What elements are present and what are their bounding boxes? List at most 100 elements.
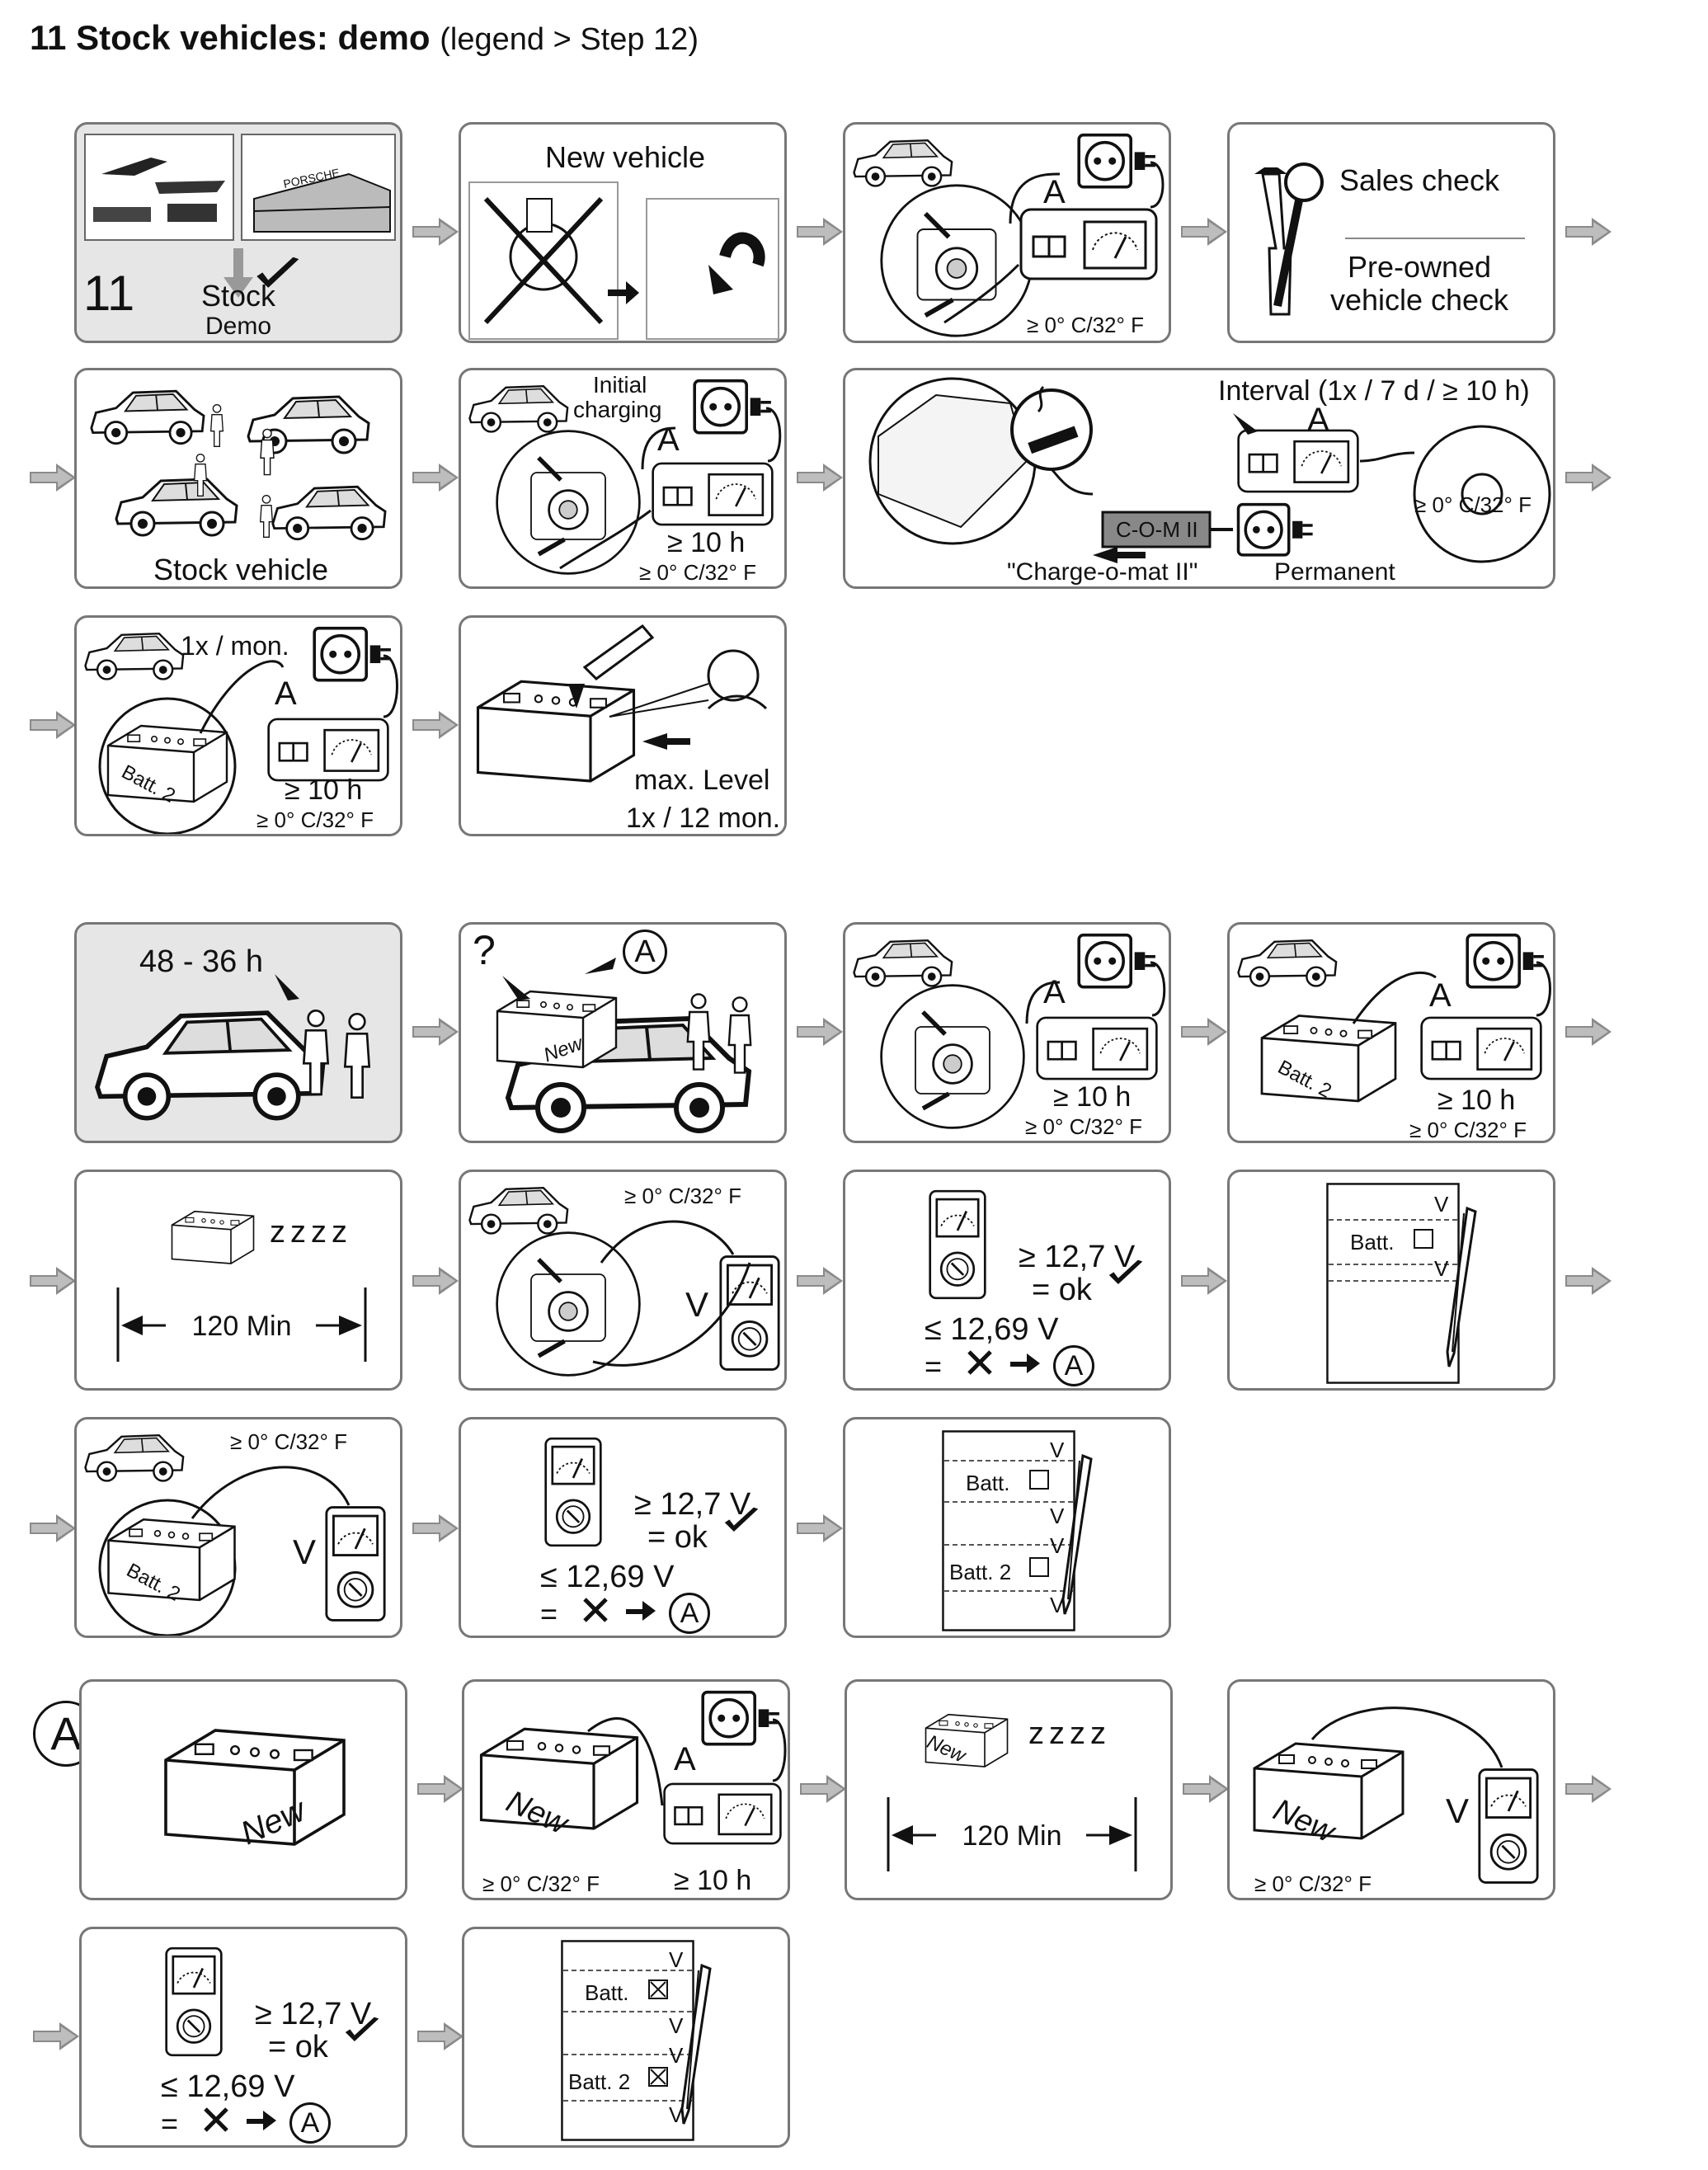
record-batt-label: Batt. [966,1471,1010,1495]
panel-rest-120-new: New zzzz 120 Min [845,1679,1173,1900]
charger-a-label: A [275,675,297,712]
flow-arrow [417,2022,463,2050]
record-batt-label: Batt. [585,1980,629,2005]
record-v-label: V [669,2102,684,2127]
panel-voltage-result-3: ≥ 12,7 V = ok ≤ 12,69 V = A [79,1927,407,2148]
voltage-high-label: ≥ 12,7 V [255,1997,372,2031]
section-a-letter: A [50,1707,82,1759]
charging-illustration [853,133,1165,343]
flow-arrow [797,1267,843,1295]
interval-charging-illustration [868,377,1551,563]
flow-arrow [1565,464,1612,492]
panel-charging: A ≥ 0° C/32° F [843,122,1171,343]
monthly-label: 1x / mon. [181,631,289,661]
new-vehicle-label: New vehicle [544,140,706,174]
record-sheet-illustration [942,1430,1093,1631]
flow-arrow [797,218,843,246]
record-v-label: V [669,1947,684,1972]
flow-arrow [417,1775,463,1803]
charger-a-label: A [1043,974,1066,1010]
flow-arrow [30,464,76,492]
panel-electrolyte: max. Level 1x / 12 mon. [459,615,787,836]
preowned-label-1: Pre-owned [1347,250,1492,284]
page-title-subtitle: (legend > Step 12) [440,22,699,57]
panel-stock-vehicle: Stock vehicle [74,368,402,589]
record-batt2-label: Batt. 2 [568,2069,631,2094]
panel-monthly-charge: 1x / mon. A Batt. 2 ≥ 10 h ≥ 0° C/32° F [74,615,402,836]
time-label: ≥ 10 h [1437,1085,1516,1116]
stock-label: Stock [200,279,276,313]
flow-arrow [412,1267,459,1295]
panel-measure-voltage: ≥ 0° C/32° F V [459,1170,787,1391]
record-v-label: V [1050,1504,1065,1528]
interval-label: Interval (1x / 7 d / ≥ 10 h) [1218,375,1530,407]
voltage-ok-label: = ok [268,2030,328,2064]
record-v-label: V [1050,1438,1065,1462]
charger-a-label: A [657,421,680,458]
flow-arrow [1565,1775,1612,1803]
check-battery-illustration [496,958,787,1143]
equals-label: = [925,1349,943,1383]
voltage-high-label: ≥ 12,7 V [634,1487,751,1522]
charge-batt2-illustration [1237,933,1551,1103]
record-v-label: V [1050,1533,1065,1558]
panel-measure-new: New V ≥ 0° C/32° F [1227,1679,1555,1900]
flow-arrow [412,218,459,246]
goto-a-icon[interactable]: A [1053,1345,1094,1386]
panel-new-battery: New [79,1679,407,1900]
initial-label-1: Initial [593,372,647,398]
panel-rest-120: zzzz 120 Min [74,1170,402,1391]
panel-charge-new: New A ≥ 0° C/32° F ≥ 10 h [462,1679,790,1900]
panel-record-sheet-2: V Batt. V V Batt. 2 V [843,1417,1171,1638]
voltage-high-label: ≥ 12,7 V [1019,1240,1136,1274]
voltage-low-label: ≤ 12,69 V [925,1312,1059,1347]
stock-vehicle-label: Stock vehicle [153,553,329,586]
temp-label: ≥ 0° C/32° F [482,1871,600,1896]
time-label: ≥ 10 h [1053,1081,1132,1113]
record-v-label: V [669,2013,684,2038]
voltmeter-v-label: V [685,1285,709,1324]
new-battery-illustration [164,1729,346,1846]
charge-o-mat-label: "Charge-o-mat II" [1007,558,1198,586]
goto-a-icon[interactable]: A [289,2102,331,2144]
measure-batt2-illustration [84,1433,386,1636]
flow-arrow [1565,1018,1612,1046]
record-sheet-illustration [561,1940,712,2141]
flow-arrow [412,464,459,492]
yearly-label: 1x / 12 mon. [626,803,781,834]
temp-label: ≥ 0° C/32° F [624,1184,741,1208]
panel-interval-charging: Interval (1x / 7 d / ≥ 10 h) A C-O-M II … [843,368,1555,589]
record-sheet-illustration [1326,1183,1477,1384]
panel-voltage-result: ≥ 12,7 V = ok ≤ 12,69 V = A [843,1170,1171,1391]
goto-a-label: A [680,1598,699,1629]
record-batt-label: Batt. [1350,1230,1395,1254]
panel-record-sheet: V Batt. V [1227,1170,1555,1391]
question-mark: ? [473,927,496,973]
equals-label: = [161,2106,179,2140]
flow-arrow [797,464,843,492]
sleep-label: zzzz [1028,1716,1111,1751]
time-label: ≥ 10 h [667,527,746,558]
electrolyte-illustration [476,624,768,783]
sleep-label: zzzz [270,1215,352,1250]
handover-illustration [77,974,371,1143]
record-batt2-label: Batt. 2 [949,1560,1012,1584]
goto-a-icon[interactable]: A [623,930,667,974]
flow-arrow [1181,1267,1227,1295]
charger-a-label: A [1043,174,1066,210]
panel-handover-time: 48 - 36 h [74,922,402,1143]
temp-label: ≥ 0° C/32° F [230,1429,347,1454]
goto-a-icon[interactable]: A [669,1593,710,1634]
panel-initial-charging: Initial charging A ≥ 10 h ≥ 0° C/32° F [459,368,787,589]
panel-new-vehicle: New vehicle [459,122,787,343]
record-v-label: V [669,2043,684,2068]
goto-a-label: A [1064,1350,1084,1382]
flow-arrow [797,1018,843,1046]
charge-10h-illustration [853,933,1166,1143]
panel-record-sheet-3: V Batt. V V Batt. 2 V [462,1927,790,2148]
panel-measure-batt2: ≥ 0° C/32° F V Batt. 2 [74,1417,402,1638]
flow-arrow [412,1018,459,1046]
temp-label: ≥ 0° C/32° F [639,560,756,585]
permanent-label: Permanent [1274,558,1395,586]
flow-arrow [412,1514,459,1542]
